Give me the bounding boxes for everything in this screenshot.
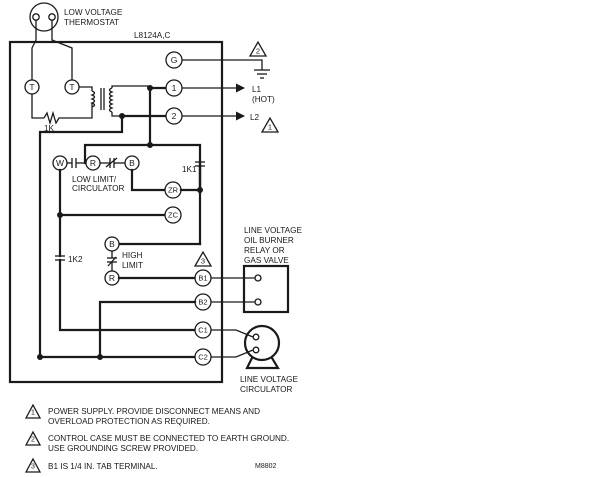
terminal-b-top-label: B [129, 158, 135, 168]
drawing-code: M8802 [255, 463, 277, 470]
control-box [8, 40, 224, 384]
circulator-label-1: LINE VOLTAGE [240, 375, 298, 384]
oil-burner-label-4: GAS VALVE [244, 256, 289, 265]
terminal-t-right-label: T [69, 82, 74, 92]
thermostat [29, 2, 73, 80]
l1-label: L1 [252, 85, 262, 94]
warning-mark-2-ground: 2 [248, 40, 268, 57]
oil-burner-label-1: LINE VOLTAGE [244, 226, 302, 235]
thermostat-label-1: LOW VOLTAGE [64, 8, 123, 17]
terminal-c2-label: C2 [198, 353, 208, 362]
svg-text:CONTROL CASE MUST BE CONNECTED: CONTROL CASE MUST BE CONNECTED TO EARTH … [48, 434, 289, 443]
l2-label: L2 [250, 113, 260, 122]
terminal-1-label: 1 [172, 83, 177, 93]
resistor-1k [43, 103, 93, 126]
note-3: 3 B1 IS 1/4 IN. TAB TERMINAL. [24, 457, 158, 473]
svg-text:B1 IS 1/4 IN. TAB TERMINAL.: B1 IS 1/4 IN. TAB TERMINAL. [48, 462, 158, 471]
high-limit-label-1: HIGH [122, 251, 143, 260]
svg-text:POWER SUPPLY. PROVIDE DISCONNE: POWER SUPPLY. PROVIDE DISCONNECT MEANS A… [48, 407, 260, 416]
terminal-r-limit-label: R [109, 273, 115, 283]
svg-text:3: 3 [31, 464, 35, 471]
model-label: L8124A,C [134, 31, 171, 40]
svg-text:2: 2 [256, 47, 260, 56]
relay-1k1-label: 1K1 [182, 165, 197, 174]
terminal-r-top-label: R [90, 158, 96, 168]
oil-burner-label-2: OIL BURNER [244, 236, 294, 245]
svg-text:OVERLOAD PROTECTION AS REQUIRE: OVERLOAD PROTECTION AS REQUIRED. [48, 417, 210, 426]
terminal-g-label: G [171, 55, 178, 65]
oil-burner-label-3: RELAY OR [244, 246, 285, 255]
terminal-2-label: 2 [172, 111, 177, 121]
circulator-label-2: CIRCULATOR [240, 385, 293, 394]
terminal-c1-label: C1 [198, 326, 208, 335]
thermostat-label-2: THERMOSTAT [64, 18, 119, 27]
terminal-zc [164, 206, 182, 224]
terminal-b1-label: B1 [198, 274, 207, 283]
svg-text:2: 2 [31, 437, 35, 444]
warning-mark-3-b1: 3 [193, 250, 213, 267]
terminal-t-left-label: T [29, 82, 34, 92]
terminal-zr-label: ZR [168, 186, 179, 195]
ground-symbol [254, 69, 270, 79]
terminal-zc-label: ZC [168, 211, 179, 220]
low-limit-label-1: LOW LIMIT/ [72, 175, 117, 184]
l1-hot-label: (HOT) [252, 95, 275, 104]
terminal-b-limit-label: B [109, 239, 115, 249]
note-1: 1 POWER SUPPLY. PROVIDE DISCONNECT MEANS… [24, 403, 260, 426]
terminal-b2-label: B2 [198, 298, 207, 307]
svg-text:1: 1 [31, 410, 35, 417]
circulator-motor [243, 324, 281, 370]
terminal-w-label: W [56, 158, 64, 168]
low-limit-label-2: CIRCULATOR [72, 184, 125, 193]
svg-text:USE GROUNDING SCREW PROVIDED.: USE GROUNDING SCREW PROVIDED. [48, 444, 198, 453]
transformer [90, 85, 150, 117]
oil-burner-relay-box [242, 264, 290, 314]
high-limit-label-2: LIMIT [122, 261, 143, 270]
warning-mark-1-l2: 1 [260, 116, 280, 133]
resistor-label: 1K [44, 124, 55, 133]
note-2: 2 CONTROL CASE MUST BE CONNECTED TO EART… [24, 430, 289, 453]
svg-text:3: 3 [201, 257, 205, 266]
relay-1k2-label: 1K2 [68, 255, 83, 264]
svg-text:1: 1 [268, 123, 272, 132]
